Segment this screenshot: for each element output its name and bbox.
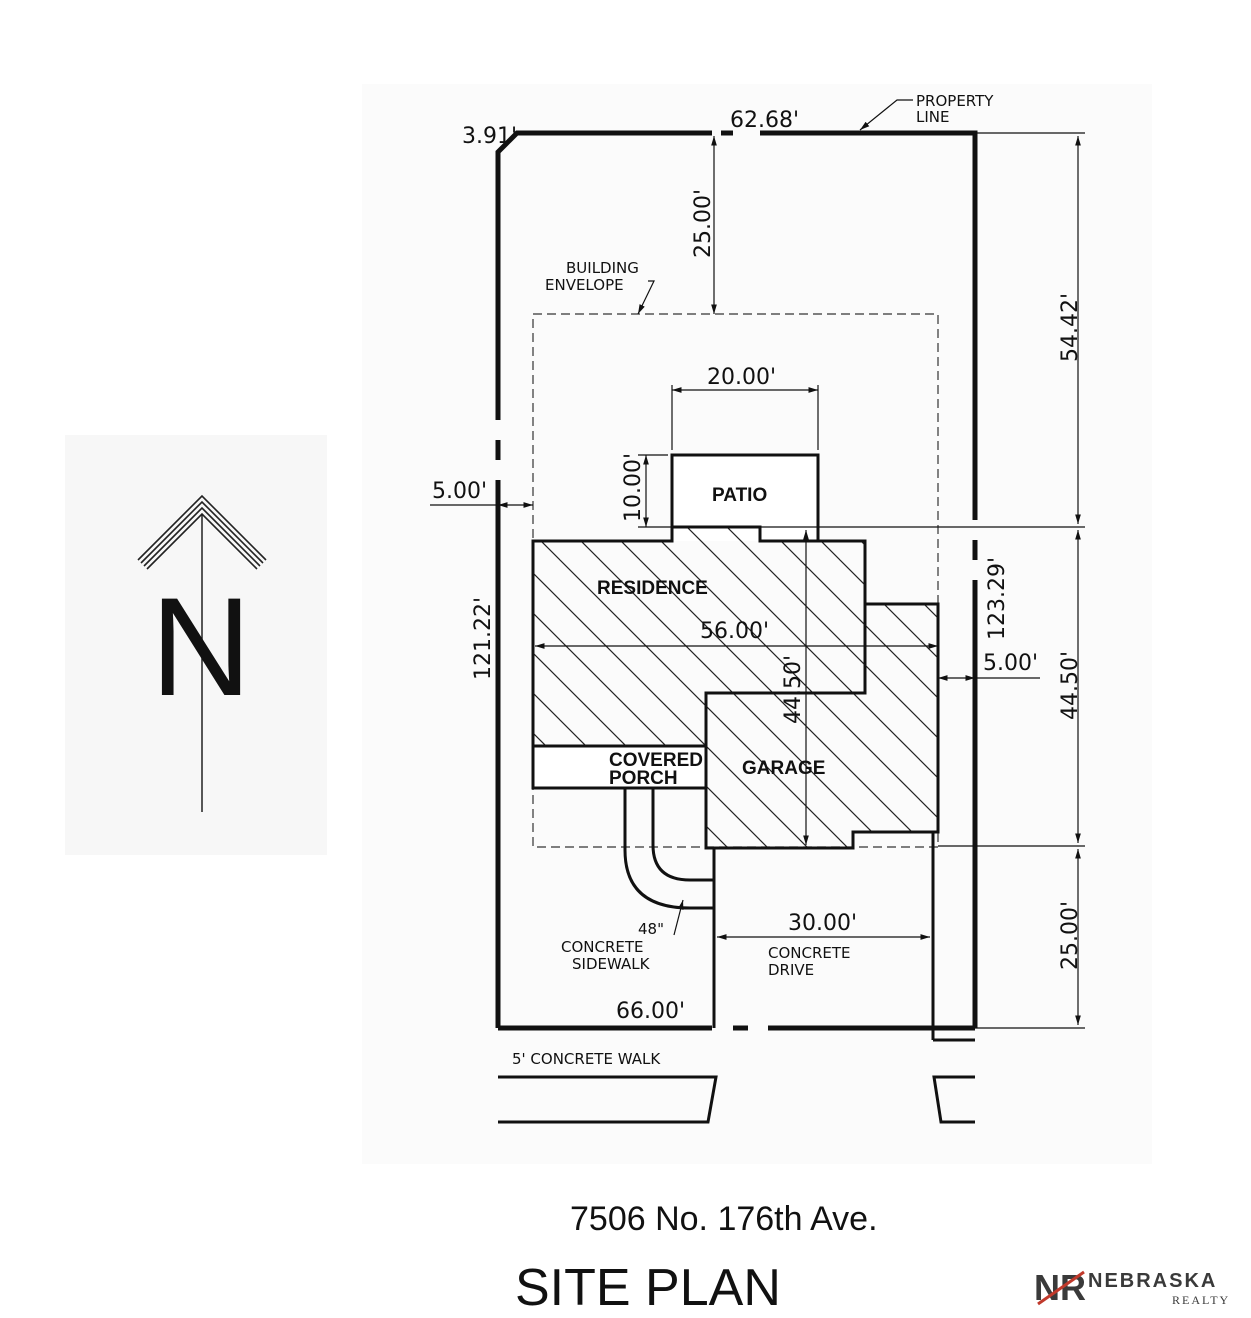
address: 7506 No. 176th Ave. [570,1200,878,1238]
label-residence: RESIDENCE [597,578,708,599]
dim-patio-depth: 10.00' [621,453,646,522]
driveway [712,832,975,1042]
dim-drive-width: 30.00' [788,911,857,936]
sidewalk-outer [623,788,714,910]
dim-top-frontage: 62.68' [730,108,799,133]
dim-bottom-frontage: 66.00' [616,999,685,1024]
dim-building-depth: 44.50' [781,655,806,724]
brand-sub: REALTY [1172,1293,1231,1307]
north-arrow-icon: N [137,494,267,812]
dim-right-upper: 54.42' [1058,293,1083,362]
brand-logo: NR NEBRASKA REALTY [1032,1266,1242,1308]
label-concrete-drive-1: CONCRETE [768,944,851,962]
compass-background [65,435,327,855]
brand-name: NEBRASKA [1088,1270,1218,1292]
dim-right-lot-depth: 123.29' [985,557,1010,640]
label-sidewalk-width: 48" [638,920,664,938]
label-garage: GARAGE [742,758,825,779]
label-property-line-2: LINE [916,108,949,126]
page-title: SITE PLAN [515,1259,781,1317]
dim-front-setback-top: 25.00' [691,189,716,258]
dim-right-lower: 25.00' [1058,901,1083,970]
label-concrete-drive-2: DRIVE [768,961,814,979]
label-concrete-sidewalk-2: SIDEWALK [572,955,651,973]
label-concrete-sidewalk-1: CONCRETE [561,938,644,956]
dim-corner-chamfer: 3.91' [462,124,517,149]
street [498,1075,975,1124]
label-building-envelope-2: ENVELOPE [545,276,624,294]
sidewalk-inner [651,788,714,882]
label-patio: PATIO [712,485,767,506]
dim-side-setback-right: 5.00' [983,651,1038,676]
dim-building-width: 56.00' [700,619,769,644]
label-concrete-walk: 5' CONCRETE WALK [512,1050,661,1068]
covered-porch [531,744,708,790]
dim-left-lot-depth: 121.22' [471,597,496,680]
dimension-lines [430,99,1085,1029]
dim-side-setback-left: 5.00' [432,479,487,504]
dim-patio-width: 20.00' [707,365,776,390]
label-property-line-1: PROPERTY [916,92,994,110]
logo-accent-stroke [1037,1270,1085,1306]
patio [670,453,820,541]
dim-right-middle: 44.50' [1058,651,1083,720]
label-covered-porch-2: PORCH [609,768,678,789]
nr-logo-icon: NR [1034,1267,1086,1308]
label-covered-porch-1: COVERED [609,750,703,771]
north-letter: N [150,568,251,725]
label-building-envelope-1: BUILDING [566,259,639,277]
